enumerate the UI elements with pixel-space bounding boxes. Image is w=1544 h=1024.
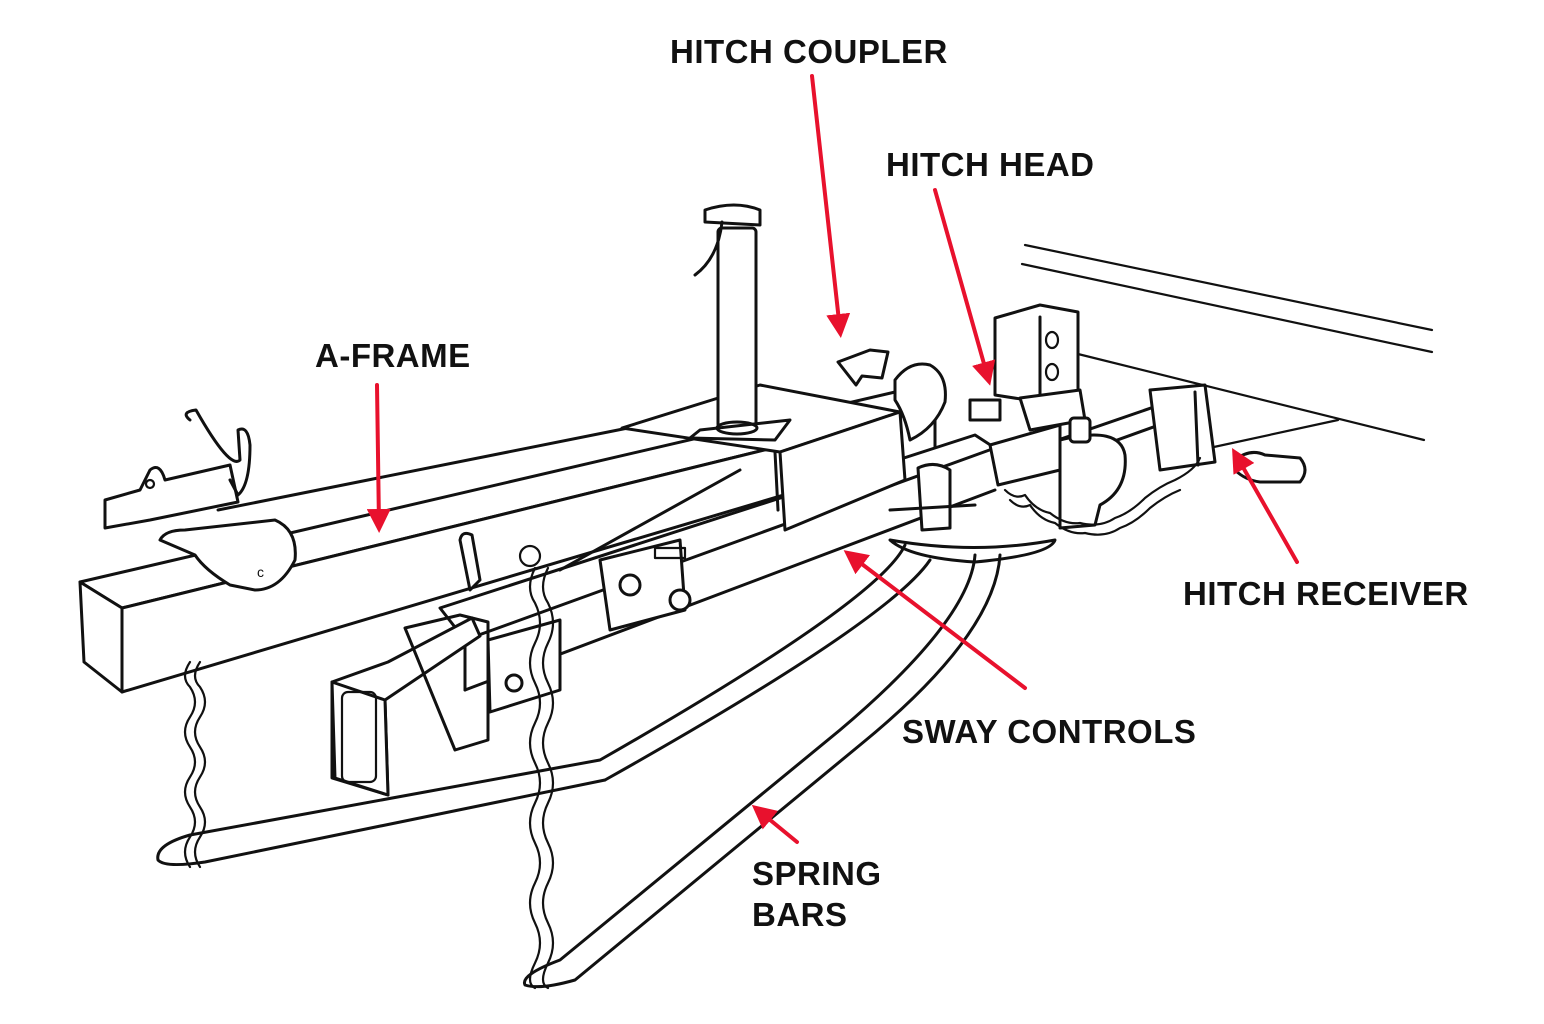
spring-bar-right [522, 553, 1002, 989]
coupler-latch [836, 348, 947, 442]
lift-chain-left [183, 660, 207, 869]
front-receiver-tube [330, 613, 562, 797]
hitch-head-assembly [968, 303, 1087, 432]
label-hitch-head: HITCH HEAD [886, 146, 1095, 183]
arrow-sway-controls [843, 550, 1027, 690]
label-sway-controls: SWAY CONTROLS [902, 713, 1197, 750]
label-spring-bars-line2: BARS [752, 896, 848, 933]
arrow-spring-bars [751, 804, 799, 844]
sway-control-pivot [888, 416, 1127, 564]
lift-chain-right [518, 544, 555, 990]
callout-arrows [366, 74, 1299, 844]
arrow-hitch-head [933, 188, 996, 386]
label-spring-bars-line1: SPRING [752, 855, 882, 892]
arrow-hitch-receiver [1232, 448, 1299, 564]
arrow-a-frame [366, 383, 391, 533]
snap-up-bracket: c [103, 408, 692, 632]
tow-vehicle-bumper [1020, 243, 1434, 452]
label-hitch-receiver: HITCH RECEIVER [1183, 575, 1469, 612]
label-a-frame: A-FRAME [315, 337, 471, 374]
label-hitch-coupler: HITCH COUPLER [670, 33, 948, 70]
bracket-c-mark: c [257, 564, 264, 580]
spring-bar-left [156, 543, 932, 867]
tongue-jack [620, 203, 907, 532]
arrow-hitch-coupler [810, 74, 851, 338]
